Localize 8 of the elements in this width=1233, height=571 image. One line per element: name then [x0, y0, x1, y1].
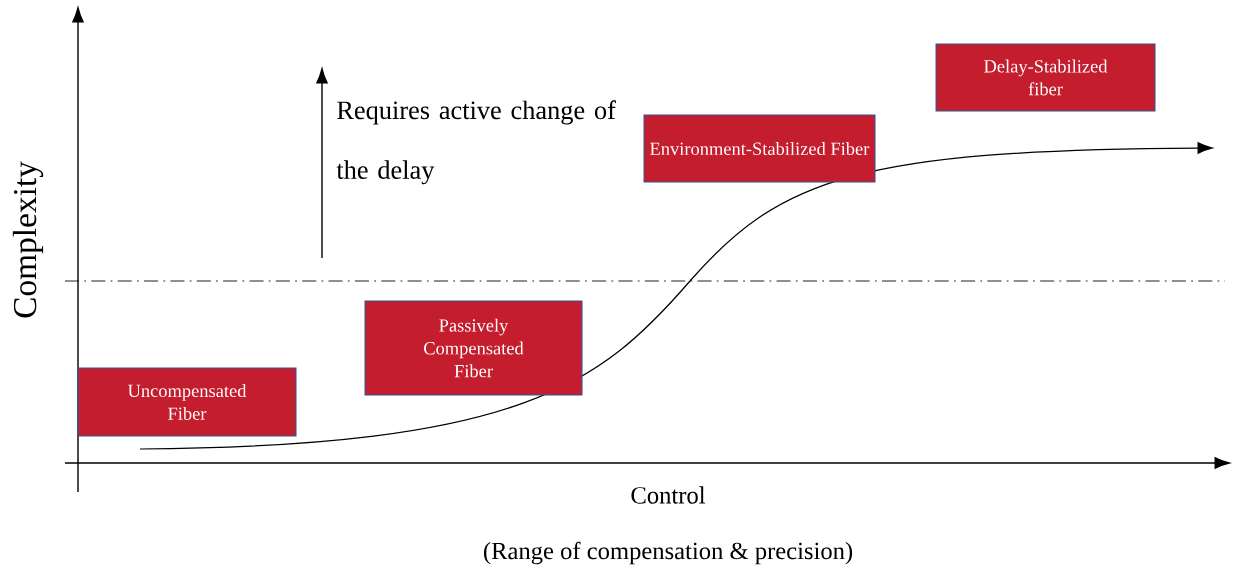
axis-label: Control — [631, 486, 706, 504]
axis-label: (Range of compensation & precision) — [483, 541, 853, 565]
label-box: Delay-Stabilized fiber — [935, 43, 1156, 112]
label-box: Environment-Stabilized Fiber — [643, 114, 876, 183]
note-text: Requires active change of the delay — [336, 100, 616, 185]
label-box: Uncompensated Fiber — [77, 367, 297, 437]
axis-label: Complexity — [12, 161, 44, 318]
label-box: Passively Compensated Fiber — [364, 300, 583, 396]
